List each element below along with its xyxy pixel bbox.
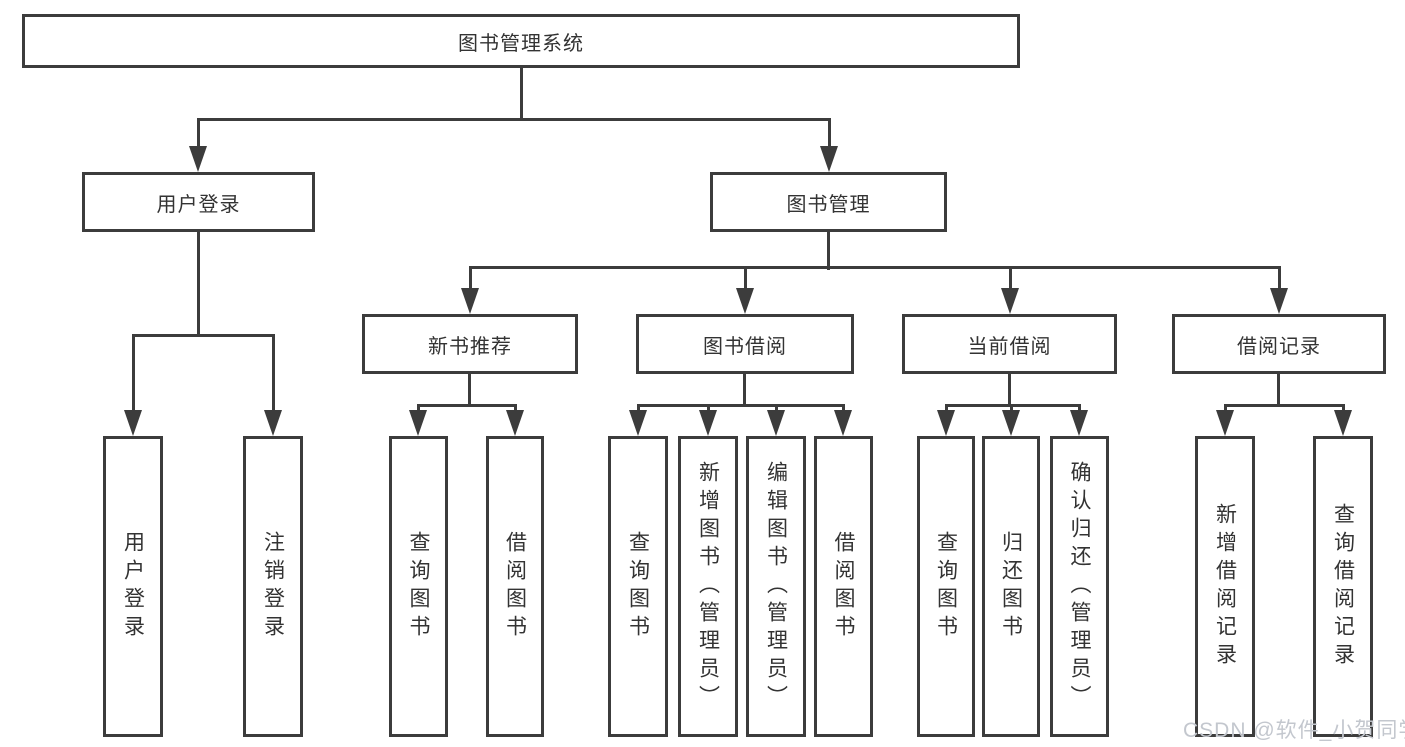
leaf-label: 注销登录 bbox=[261, 530, 285, 643]
connector-book-mgmt-stem bbox=[827, 229, 830, 270]
connector-current-borrow-stem bbox=[1008, 371, 1011, 407]
arrow-to-leaf-add-borrow-record bbox=[1216, 404, 1234, 436]
connector-root-bar bbox=[197, 118, 831, 121]
arrow-to-new-book-recommendation bbox=[461, 266, 479, 314]
leaf-query-books: 查询图书 bbox=[608, 436, 668, 737]
arrow-to-current-borrowing bbox=[1001, 266, 1019, 314]
leaf-add-books-admin: 新增图书（管理员） bbox=[678, 436, 738, 737]
connector-book-borrow-stem bbox=[743, 371, 746, 407]
leaf-edit-books-admin: 编辑图书（管理员） bbox=[746, 436, 806, 737]
leaf-borrow-books: 借阅图书 bbox=[486, 436, 544, 737]
node-book-management: 图书管理 bbox=[710, 172, 947, 232]
arrow-to-leaf-confirm-return bbox=[1070, 404, 1088, 436]
arrow-to-leaf-query-books-2 bbox=[629, 404, 647, 436]
leaf-borrow-books: 借阅图书 bbox=[814, 436, 873, 737]
arrow-to-leaf-borrow-books-1 bbox=[506, 404, 524, 436]
node-label: 当前借阅 bbox=[967, 335, 1052, 358]
leaf-label: 新增图书（管理员） bbox=[696, 460, 720, 713]
node-library-management-system: 图书管理系统 bbox=[22, 14, 1020, 68]
leaf-return-books: 归还图书 bbox=[982, 436, 1040, 737]
node-label: 新书推荐 bbox=[428, 335, 512, 358]
connector-user-login-stem bbox=[197, 229, 200, 337]
leaf-confirm-return-admin: 确认归还（管理员） bbox=[1050, 436, 1109, 737]
arrow-to-leaf-return-books bbox=[1002, 404, 1020, 436]
connector-book-borrow-bar bbox=[637, 404, 845, 407]
arrow-to-leaf-logout bbox=[264, 334, 282, 436]
node-label: 图书管理 bbox=[786, 193, 871, 216]
connector-new-book-bar bbox=[417, 404, 517, 407]
connector-user-login-bar bbox=[132, 334, 274, 337]
arrow-to-user-login bbox=[189, 118, 207, 172]
arrow-to-leaf-query-books-1 bbox=[409, 404, 427, 436]
arrow-to-borrowing-records bbox=[1270, 266, 1288, 314]
leaf-label: 借阅图书 bbox=[503, 530, 527, 643]
node-user-login: 用户登录 bbox=[82, 172, 315, 232]
arrow-to-leaf-borrow-books-2 bbox=[834, 404, 852, 436]
connector-new-book-stem bbox=[468, 371, 471, 407]
leaf-label: 用户登录 bbox=[121, 530, 145, 643]
node-new-book-recommendation: 新书推荐 bbox=[362, 314, 578, 374]
node-label: 用户登录 bbox=[156, 193, 241, 216]
leaf-label: 查询借阅记录 bbox=[1331, 502, 1355, 671]
leaf-label: 编辑图书（管理员） bbox=[764, 460, 788, 713]
leaf-label: 查询图书 bbox=[626, 530, 650, 643]
connector-book-mgmt-bar bbox=[469, 266, 1281, 269]
leaf-add-borrow-record: 新增借阅记录 bbox=[1195, 436, 1255, 737]
leaf-user-login: 用户登录 bbox=[103, 436, 163, 737]
node-label: 借阅记录 bbox=[1237, 335, 1321, 358]
leaf-label: 新增借阅记录 bbox=[1213, 502, 1237, 671]
node-label: 图书借阅 bbox=[703, 335, 787, 358]
arrow-to-book-management bbox=[820, 118, 838, 172]
arrow-to-book-borrowing bbox=[736, 266, 754, 314]
leaf-query-books: 查询图书 bbox=[917, 436, 975, 737]
arrow-to-leaf-query-books-3 bbox=[937, 404, 955, 436]
arrow-to-leaf-query-borrow-record bbox=[1334, 404, 1352, 436]
connector-current-borrow-bar bbox=[945, 404, 1081, 407]
arrow-to-leaf-user-login bbox=[124, 334, 142, 436]
node-borrowing-records: 借阅记录 bbox=[1172, 314, 1386, 374]
connector-records-bar bbox=[1224, 404, 1344, 407]
arrow-to-leaf-add-books bbox=[699, 404, 717, 436]
leaf-logout: 注销登录 bbox=[243, 436, 303, 737]
csdn-watermark: CSDN @软件_小贺同学 bbox=[1183, 719, 1405, 742]
leaf-label: 归还图书 bbox=[999, 530, 1023, 643]
node-current-borrowing: 当前借阅 bbox=[902, 314, 1117, 374]
leaf-query-books: 查询图书 bbox=[389, 436, 448, 737]
arrow-to-leaf-edit-books bbox=[767, 404, 785, 436]
leaf-label: 查询图书 bbox=[934, 530, 958, 643]
node-book-borrowing: 图书借阅 bbox=[636, 314, 854, 374]
leaf-label: 借阅图书 bbox=[832, 530, 855, 643]
connector-records-stem bbox=[1277, 371, 1280, 407]
leaf-label: 查询图书 bbox=[407, 530, 430, 643]
node-label: 图书管理系统 bbox=[458, 32, 584, 55]
leaf-query-borrow-record: 查询借阅记录 bbox=[1313, 436, 1373, 737]
leaf-label: 确认归还（管理员） bbox=[1068, 460, 1091, 713]
connector-root-stem bbox=[520, 65, 523, 121]
